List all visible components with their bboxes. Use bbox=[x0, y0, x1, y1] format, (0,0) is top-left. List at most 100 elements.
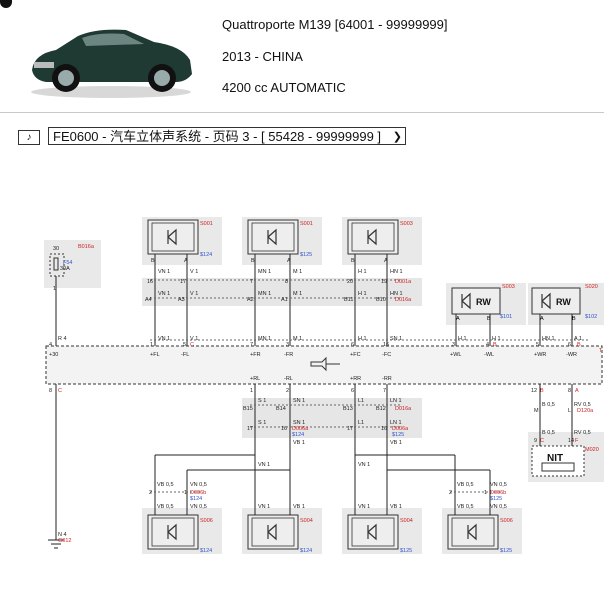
svg-text:8: 8 bbox=[285, 279, 288, 285]
diagram-page-select[interactable]: FE0600 - 汽车立体声系统 - 页码 3 - [ 55428 - 9999… bbox=[48, 127, 406, 145]
speaker-rear-right-b bbox=[447, 514, 499, 550]
svg-text:B13: B13 bbox=[343, 406, 353, 412]
svg-text:$124: $124 bbox=[190, 496, 202, 502]
svg-text:MN 1: MN 1 bbox=[258, 336, 271, 342]
svg-text:6: 6 bbox=[568, 342, 571, 348]
svg-text:VN 1: VN 1 bbox=[258, 504, 270, 510]
svg-text:+WL: +WL bbox=[450, 352, 461, 358]
svg-text:-FR: -FR bbox=[284, 352, 293, 358]
svg-text:A4: A4 bbox=[145, 297, 152, 303]
svg-text:-WL: -WL bbox=[484, 352, 494, 358]
svg-text:S003: S003 bbox=[502, 284, 515, 290]
svg-text:2: 2 bbox=[286, 388, 289, 394]
svg-text:$124: $124 bbox=[300, 548, 312, 554]
amplifier-symbol-icon bbox=[310, 356, 340, 372]
svg-text:B: B bbox=[572, 316, 576, 322]
svg-text:S020: S020 bbox=[585, 284, 598, 290]
svg-text:MN 1: MN 1 bbox=[258, 269, 271, 275]
svg-text:D006b: D006b bbox=[490, 490, 506, 496]
svg-text:C: C bbox=[58, 388, 62, 394]
svg-text:A: A bbox=[184, 258, 188, 264]
svg-text:S004: S004 bbox=[300, 518, 313, 524]
svg-text:17: 17 bbox=[180, 279, 186, 285]
svg-text:S001: S001 bbox=[300, 221, 313, 227]
svg-text:+FL: +FL bbox=[150, 352, 160, 358]
svg-text:SN 1: SN 1 bbox=[293, 398, 305, 404]
svg-text:1: 1 bbox=[53, 286, 56, 292]
svg-text:VB 0,5: VB 0,5 bbox=[457, 504, 474, 510]
svg-text:A: A bbox=[456, 316, 460, 322]
svg-text:M020: M020 bbox=[585, 447, 599, 453]
speaker-rear-right-a bbox=[347, 514, 399, 550]
svg-text:A2: A2 bbox=[247, 297, 254, 303]
svg-text:D001a: D001a bbox=[395, 279, 412, 285]
svg-text:B: B bbox=[251, 258, 255, 264]
svg-text:VN 0,5: VN 0,5 bbox=[190, 504, 207, 510]
note-icon[interactable]: ♪ bbox=[18, 130, 40, 145]
svg-text:S006: S006 bbox=[500, 518, 513, 524]
svg-text:4: 4 bbox=[486, 342, 489, 348]
svg-text:+WR: +WR bbox=[534, 352, 546, 358]
svg-text:3: 3 bbox=[452, 342, 455, 348]
svg-text:VN 1: VN 1 bbox=[158, 336, 170, 342]
svg-text:B11: B11 bbox=[344, 297, 353, 303]
svg-text:VB 0,5: VB 0,5 bbox=[157, 482, 174, 488]
svg-text:VN 0,5: VN 0,5 bbox=[490, 504, 507, 510]
svg-text:$125: $125 bbox=[300, 252, 312, 258]
svg-text:A: A bbox=[575, 388, 579, 394]
svg-text:A1: A1 bbox=[281, 297, 288, 303]
svg-text:HN 1: HN 1 bbox=[542, 336, 555, 342]
speaker-rear-left-a bbox=[147, 514, 199, 550]
svg-text:-FC: -FC bbox=[382, 352, 391, 358]
svg-text:B: B bbox=[351, 258, 355, 264]
header-divider bbox=[0, 112, 604, 113]
svg-text:8: 8 bbox=[49, 388, 52, 394]
svg-text:VB 0,5: VB 0,5 bbox=[157, 504, 174, 510]
svg-text:LN 1: LN 1 bbox=[390, 420, 402, 426]
svg-text:VN 1: VN 1 bbox=[258, 462, 270, 468]
svg-text:1: 1 bbox=[250, 388, 253, 394]
svg-text:S001: S001 bbox=[200, 221, 213, 227]
svg-text:B12: B12 bbox=[376, 406, 386, 412]
svg-text:RW: RW bbox=[556, 297, 571, 307]
corner-mark bbox=[0, 0, 12, 8]
svg-text:C: C bbox=[190, 342, 194, 348]
svg-text:VB 1: VB 1 bbox=[293, 504, 305, 510]
svg-text:17: 17 bbox=[247, 426, 253, 432]
svg-text:5: 5 bbox=[536, 342, 539, 348]
svg-text:VB 1: VB 1 bbox=[390, 440, 402, 446]
svg-text:H 1: H 1 bbox=[358, 269, 367, 275]
svg-text:B 0,5: B 0,5 bbox=[542, 430, 555, 436]
rw-unit-right bbox=[531, 287, 581, 315]
speaker-rear-left-b bbox=[247, 514, 299, 550]
svg-text:HN 1: HN 1 bbox=[390, 269, 403, 275]
svg-text:VN 0,5: VN 0,5 bbox=[190, 482, 207, 488]
svg-text:RV 0,5: RV 0,5 bbox=[574, 402, 591, 408]
svg-text:A: A bbox=[384, 258, 388, 264]
svg-text:16: 16 bbox=[281, 426, 287, 432]
svg-text:1: 1 bbox=[150, 342, 153, 348]
svg-text:16: 16 bbox=[381, 426, 387, 432]
svg-text:B 0,5: B 0,5 bbox=[542, 402, 555, 408]
svg-text:A3: A3 bbox=[178, 297, 185, 303]
svg-text:1: 1 bbox=[484, 490, 487, 496]
svg-text:A 1: A 1 bbox=[574, 336, 582, 342]
svg-text:S003: S003 bbox=[400, 221, 413, 227]
svg-text:5: 5 bbox=[183, 342, 186, 348]
svg-text:14: 14 bbox=[568, 438, 574, 444]
svg-text:A: A bbox=[287, 258, 291, 264]
svg-text:6: 6 bbox=[351, 342, 354, 348]
svg-text:B: B bbox=[151, 258, 155, 264]
svg-text:9: 9 bbox=[534, 438, 537, 444]
svg-text:D016a: D016a bbox=[395, 297, 412, 303]
svg-text:16: 16 bbox=[147, 279, 153, 285]
svg-text:B: B bbox=[487, 316, 491, 322]
svg-text:LN 1: LN 1 bbox=[390, 398, 402, 404]
svg-text:SN 1: SN 1 bbox=[293, 420, 305, 426]
svg-text:N 4: N 4 bbox=[58, 532, 67, 538]
svg-text:S 1: S 1 bbox=[258, 420, 266, 426]
svg-text:S004: S004 bbox=[400, 518, 413, 524]
svg-text:$101: $101 bbox=[500, 314, 512, 320]
speaker-front-left bbox=[147, 219, 199, 255]
svg-text:F54: F54 bbox=[63, 260, 72, 266]
